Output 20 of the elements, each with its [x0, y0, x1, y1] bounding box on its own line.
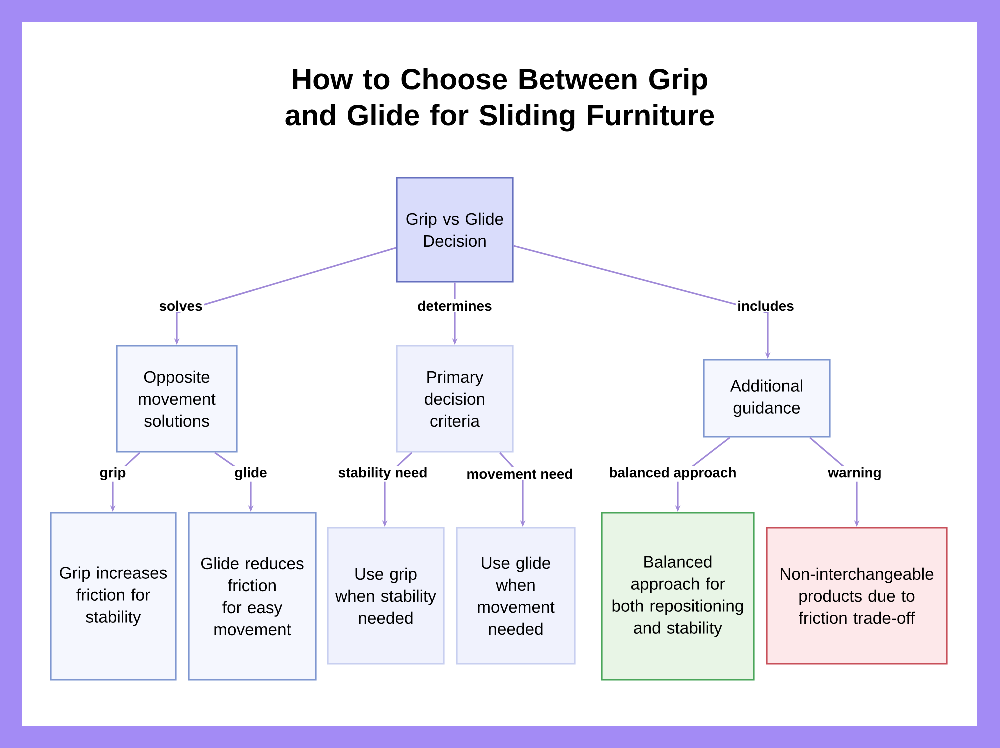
edge-label: balanced approach: [608, 466, 738, 482]
edge-label: solves: [158, 300, 204, 312]
process-box: Use grip when stability needed: [327, 527, 445, 665]
edge-label: movement need: [465, 468, 575, 480]
process-box: Grip increases friction for stability: [50, 512, 177, 681]
edge-label: determines: [416, 300, 494, 312]
process-box: Use glide when movement needed: [456, 527, 576, 665]
edge-label: glide: [233, 466, 269, 482]
process-box: Opposite movement solutions: [116, 345, 238, 453]
edge-label: warning: [826, 466, 884, 482]
process-box: Grip vs Glide Decision: [396, 177, 514, 283]
process-box: Balanced approach for both repositioning and stability: [601, 512, 755, 681]
process-box: Primary decision criteria: [396, 345, 514, 453]
title: How to Choose Between Grip and Glide for Sliding Furniture: [286, 68, 714, 132]
process-box: Glide reduces friction for easy movement: [188, 512, 317, 681]
edge-label: stability need: [336, 466, 430, 482]
process-box: Additional guidance: [703, 359, 831, 438]
edge-label: grip: [98, 466, 128, 482]
edge-label: includes: [736, 300, 796, 312]
process-box: Non-interchangeable products due to friction trade-off: [766, 527, 948, 665]
